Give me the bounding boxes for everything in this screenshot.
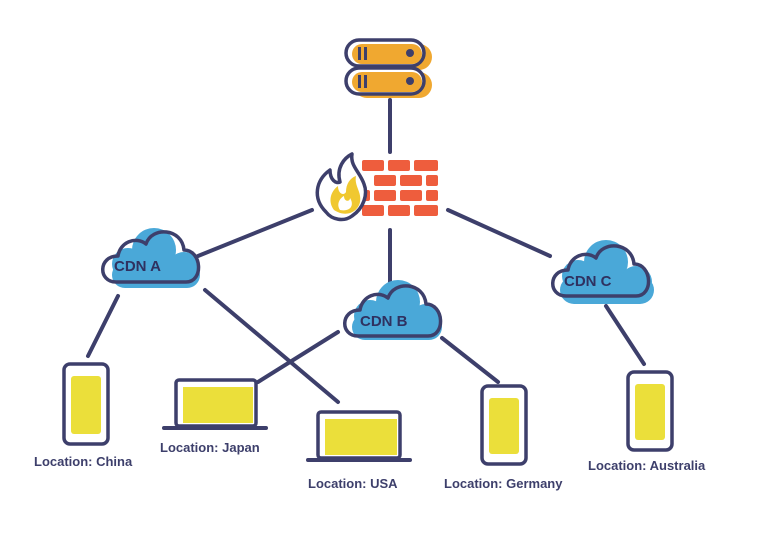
- link-firewall-cdn-c: [446, 208, 552, 258]
- link-cdn-a-usa: [203, 288, 340, 404]
- location-usa-label: Location: USA: [308, 476, 398, 491]
- link-cdn-a-china: [86, 294, 120, 358]
- device-japan-laptop: Location: Japan: [160, 378, 268, 455]
- connections: [86, 98, 646, 404]
- server-icon: [344, 38, 432, 98]
- device-germany-phone: Location: Germany: [444, 384, 563, 491]
- link-cdn-b-japan: [256, 330, 340, 384]
- device-china-phone: Location: China: [34, 362, 133, 469]
- location-germany-label: Location: Germany: [444, 476, 563, 491]
- cloud-cdn-c: CDN C: [551, 240, 654, 304]
- cloud-cdn-a: CDN A: [101, 228, 201, 288]
- device-australia-phone: Location: Australia: [588, 370, 706, 473]
- link-cdn-b-germany: [440, 336, 500, 384]
- fire-icon: [315, 152, 368, 222]
- location-china-label: Location: China: [34, 454, 133, 469]
- cdn-c-label: CDN C: [564, 273, 612, 290]
- firewall-icon: [362, 160, 438, 216]
- link-firewall-cdn-a: [196, 208, 314, 258]
- link-cdn-c-australia: [604, 304, 646, 366]
- cdn-a-label: CDN A: [114, 258, 161, 275]
- location-japan-label: Location: Japan: [160, 440, 260, 455]
- device-usa-laptop: Location: USA: [306, 410, 412, 491]
- cloud-cdn-b: CDN B: [343, 280, 443, 340]
- cdn-b-label: CDN B: [360, 313, 408, 330]
- location-australia-label: Location: Australia: [588, 458, 706, 473]
